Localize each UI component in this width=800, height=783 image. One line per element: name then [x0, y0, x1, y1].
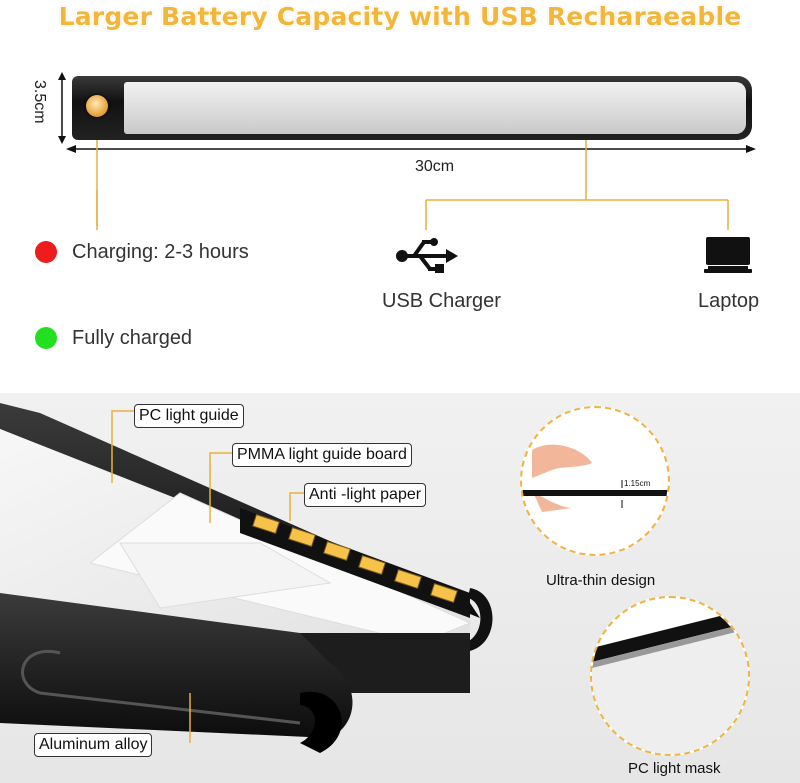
callout-anti-light-paper: Anti -light paper	[304, 483, 427, 507]
thickness-label: 1.15cm	[624, 479, 651, 488]
callout-pmma-board: PMMA light guide board	[232, 443, 412, 467]
callout-aluminum-alloy: Aluminum alloy	[34, 733, 153, 757]
charged-dot	[35, 327, 57, 349]
charging-label: Charging: 2-3 hours	[72, 241, 249, 263]
usb-charger-label: USB Charger	[382, 290, 501, 312]
charging-dot	[35, 241, 57, 263]
ultra-thin-label: Ultra-thin design	[546, 572, 656, 589]
headline: Larger Battery Capacity with USB Rechara…	[58, 2, 742, 31]
profile-illustration	[0, 403, 493, 753]
connector-lines	[96, 190, 729, 230]
height-label: 3.5cm	[31, 80, 48, 124]
laptop-label: Laptop	[698, 290, 760, 312]
ultra-thin-detail	[520, 406, 670, 556]
light-mask-label: PC light mask	[628, 760, 721, 777]
hand-thin-illustration	[522, 444, 668, 512]
light-mask-detail	[590, 596, 750, 756]
charged-label: Fully charged	[72, 327, 193, 349]
callout-pc-light-guide: PC light guide	[134, 404, 244, 428]
length-label: 30cm	[415, 158, 455, 175]
mask-corner-illustration	[592, 609, 748, 754]
sensor-button	[86, 95, 108, 117]
laptop-icon	[704, 237, 752, 273]
light-bar-panel	[124, 82, 746, 134]
usb-icon	[396, 238, 458, 273]
